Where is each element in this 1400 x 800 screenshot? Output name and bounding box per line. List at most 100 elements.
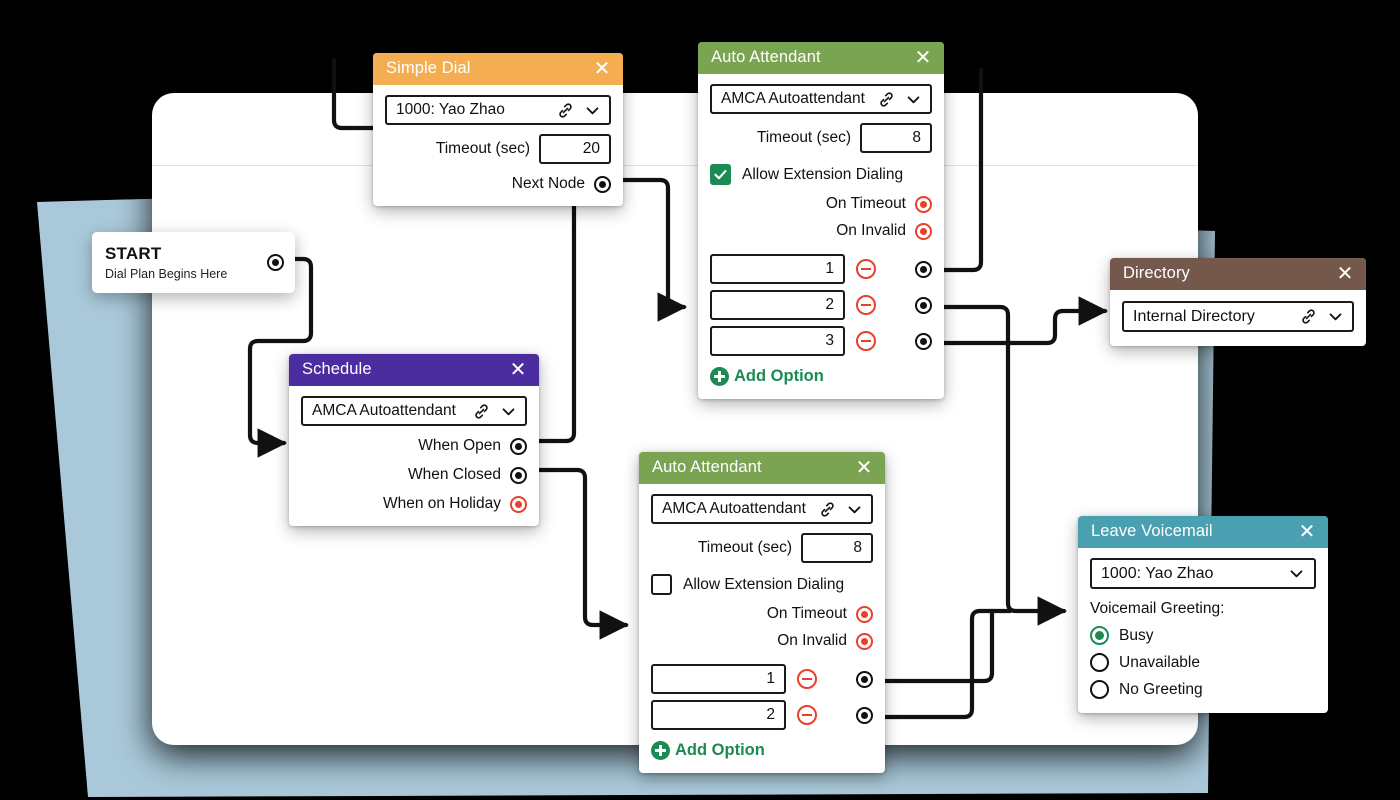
simple-dial-timeout-input[interactable]: 20 bbox=[539, 134, 611, 164]
aa-bottom-title: Auto Attendant bbox=[652, 458, 762, 476]
aa-top-target-select[interactable]: AMCA Autoattendant bbox=[710, 84, 932, 114]
start-title: START bbox=[105, 244, 162, 263]
aa-bottom-on-invalid-port[interactable] bbox=[856, 632, 873, 650]
start-node[interactable]: START Dial Plan Begins Here bbox=[92, 232, 295, 293]
node-auto-attendant-top[interactable]: Auto Attendant ✕ AMCA Autoattendant Time… bbox=[698, 42, 944, 399]
aa-bottom-on-invalid-row: On Invalid bbox=[651, 632, 873, 650]
voicemail-greeting-label: Voicemail Greeting: bbox=[1090, 600, 1225, 617]
link-icon[interactable] bbox=[1299, 307, 1318, 326]
aa-top-option-input[interactable]: 1 bbox=[710, 254, 845, 284]
directory-title: Directory bbox=[1123, 264, 1190, 282]
aa-bottom-option-input[interactable]: 2 bbox=[651, 700, 786, 730]
chevron-down-icon[interactable] bbox=[584, 102, 601, 119]
simple-dial-header: Simple Dial ✕ bbox=[373, 53, 623, 85]
panel-toolbar-divider bbox=[152, 165, 1198, 166]
aa-top-on-invalid-label: On Invalid bbox=[836, 222, 906, 239]
remove-option-icon[interactable] bbox=[797, 669, 817, 689]
voicemail-greeting-option[interactable]: No Greeting bbox=[1090, 680, 1316, 699]
aa-top-add-option-button[interactable]: Add Option bbox=[710, 367, 932, 386]
node-schedule[interactable]: Schedule ✕ AMCA Autoattendant When Open bbox=[289, 354, 539, 526]
close-icon[interactable]: ✕ bbox=[855, 456, 873, 479]
aa-bottom-on-timeout-row: On Timeout bbox=[651, 605, 873, 623]
aa-bottom-option-input[interactable]: 1 bbox=[651, 664, 786, 694]
chevron-down-icon[interactable] bbox=[1327, 308, 1344, 325]
simple-dial-title: Simple Dial bbox=[386, 59, 471, 77]
simple-dial-nextnode-port[interactable] bbox=[594, 175, 611, 193]
aa-top-option-row: 3 bbox=[710, 326, 932, 356]
aa-bottom-option-port[interactable] bbox=[856, 706, 873, 724]
remove-option-icon[interactable] bbox=[856, 295, 876, 315]
link-icon[interactable] bbox=[556, 101, 575, 120]
schedule-when-closed-port[interactable] bbox=[510, 466, 527, 484]
node-simple-dial[interactable]: Simple Dial ✕ 1000: Yao Zhao Timeout (s bbox=[373, 53, 623, 206]
aa-bottom-allow-ext-row[interactable]: Allow Extension Dialing bbox=[651, 574, 873, 595]
remove-option-icon[interactable] bbox=[797, 705, 817, 725]
schedule-when-closed-label: When Closed bbox=[407, 466, 501, 483]
chevron-down-icon[interactable] bbox=[1288, 565, 1305, 582]
radio-selected-icon[interactable] bbox=[1090, 626, 1109, 645]
schedule-when-open-port[interactable] bbox=[510, 437, 527, 455]
voicemail-target-select[interactable]: 1000: Yao Zhao bbox=[1090, 558, 1316, 589]
voicemail-greeting-option[interactable]: Unavailable bbox=[1090, 653, 1316, 672]
aa-bottom-option-port[interactable] bbox=[856, 670, 873, 688]
aa-bottom-timeout-row: Timeout (sec) 8 bbox=[651, 533, 873, 563]
simple-dial-nextnode-row: Next Node bbox=[385, 175, 611, 193]
close-icon[interactable]: ✕ bbox=[1298, 520, 1316, 543]
directory-target-select[interactable]: Internal Directory bbox=[1122, 301, 1354, 332]
aa-top-timeout-label: Timeout (sec) bbox=[756, 129, 851, 146]
aa-bottom-body: AMCA Autoattendant Timeout (sec) 8 Allow… bbox=[639, 484, 885, 773]
aa-top-option-input[interactable]: 3 bbox=[710, 326, 845, 356]
node-directory[interactable]: Directory ✕ Internal Directory bbox=[1110, 258, 1366, 346]
aa-top-on-timeout-port[interactable] bbox=[915, 195, 932, 213]
simple-dial-target-select[interactable]: 1000: Yao Zhao bbox=[385, 95, 611, 125]
close-icon[interactable]: ✕ bbox=[593, 57, 611, 80]
link-icon[interactable] bbox=[472, 402, 491, 421]
start-output-port[interactable] bbox=[267, 254, 284, 271]
aa-top-option-input[interactable]: 2 bbox=[710, 290, 845, 320]
schedule-when-holiday-row: When on Holiday bbox=[301, 495, 527, 513]
remove-option-icon[interactable] bbox=[856, 331, 876, 351]
chevron-down-icon[interactable] bbox=[905, 91, 922, 108]
schedule-target-select[interactable]: AMCA Autoattendant bbox=[301, 396, 527, 426]
schedule-when-holiday-label: When on Holiday bbox=[382, 495, 501, 512]
aa-top-timeout-row: Timeout (sec) 8 bbox=[710, 123, 932, 153]
aa-top-allow-ext-row[interactable]: Allow Extension Dialing bbox=[710, 164, 932, 185]
simple-dial-nextnode-label: Next Node bbox=[511, 175, 585, 192]
close-icon[interactable]: ✕ bbox=[1336, 262, 1354, 285]
close-icon[interactable]: ✕ bbox=[914, 46, 932, 69]
aa-bottom-add-option-button[interactable]: Add Option bbox=[651, 741, 873, 760]
checkbox-checked-icon[interactable] bbox=[710, 164, 731, 185]
aa-top-timeout-input[interactable]: 8 bbox=[860, 123, 932, 153]
plus-icon bbox=[651, 741, 670, 760]
schedule-target-value: AMCA Autoattendant bbox=[312, 402, 456, 419]
directory-header: Directory ✕ bbox=[1110, 258, 1366, 290]
chevron-down-icon[interactable] bbox=[500, 403, 517, 420]
aa-bottom-target-select[interactable]: AMCA Autoattendant bbox=[651, 494, 873, 524]
aa-bottom-on-timeout-port[interactable] bbox=[856, 605, 873, 623]
schedule-when-closed-row: When Closed bbox=[301, 466, 527, 484]
link-icon[interactable] bbox=[877, 90, 896, 109]
remove-option-icon[interactable] bbox=[856, 259, 876, 279]
aa-top-option-port[interactable] bbox=[915, 260, 932, 278]
aa-top-on-invalid-port[interactable] bbox=[915, 222, 932, 240]
aa-bottom-option-row: 1 bbox=[651, 664, 873, 694]
aa-top-option-port[interactable] bbox=[915, 296, 932, 314]
close-icon[interactable]: ✕ bbox=[509, 358, 527, 381]
schedule-when-holiday-port[interactable] bbox=[510, 495, 527, 513]
voicemail-greeting-option-label: No Greeting bbox=[1119, 680, 1203, 698]
radio-unselected-icon[interactable] bbox=[1090, 653, 1109, 672]
radio-unselected-icon[interactable] bbox=[1090, 680, 1109, 699]
link-icon[interactable] bbox=[818, 500, 837, 519]
aa-top-header: Auto Attendant ✕ bbox=[698, 42, 944, 74]
aa-bottom-on-invalid-label: On Invalid bbox=[777, 632, 847, 649]
node-leave-voicemail[interactable]: Leave Voicemail ✕ 1000: Yao Zhao Voicema… bbox=[1078, 516, 1328, 713]
voicemail-greeting-option[interactable]: Busy bbox=[1090, 626, 1316, 645]
aa-top-option-port[interactable] bbox=[915, 332, 932, 350]
chevron-down-icon[interactable] bbox=[846, 501, 863, 518]
aa-top-allow-ext-label: Allow Extension Dialing bbox=[742, 165, 904, 183]
node-auto-attendant-bottom[interactable]: Auto Attendant ✕ AMCA Autoattendant Time… bbox=[639, 452, 885, 773]
aa-bottom-timeout-input[interactable]: 8 bbox=[801, 533, 873, 563]
directory-body: Internal Directory bbox=[1110, 290, 1366, 346]
checkbox-unchecked-icon[interactable] bbox=[651, 574, 672, 595]
